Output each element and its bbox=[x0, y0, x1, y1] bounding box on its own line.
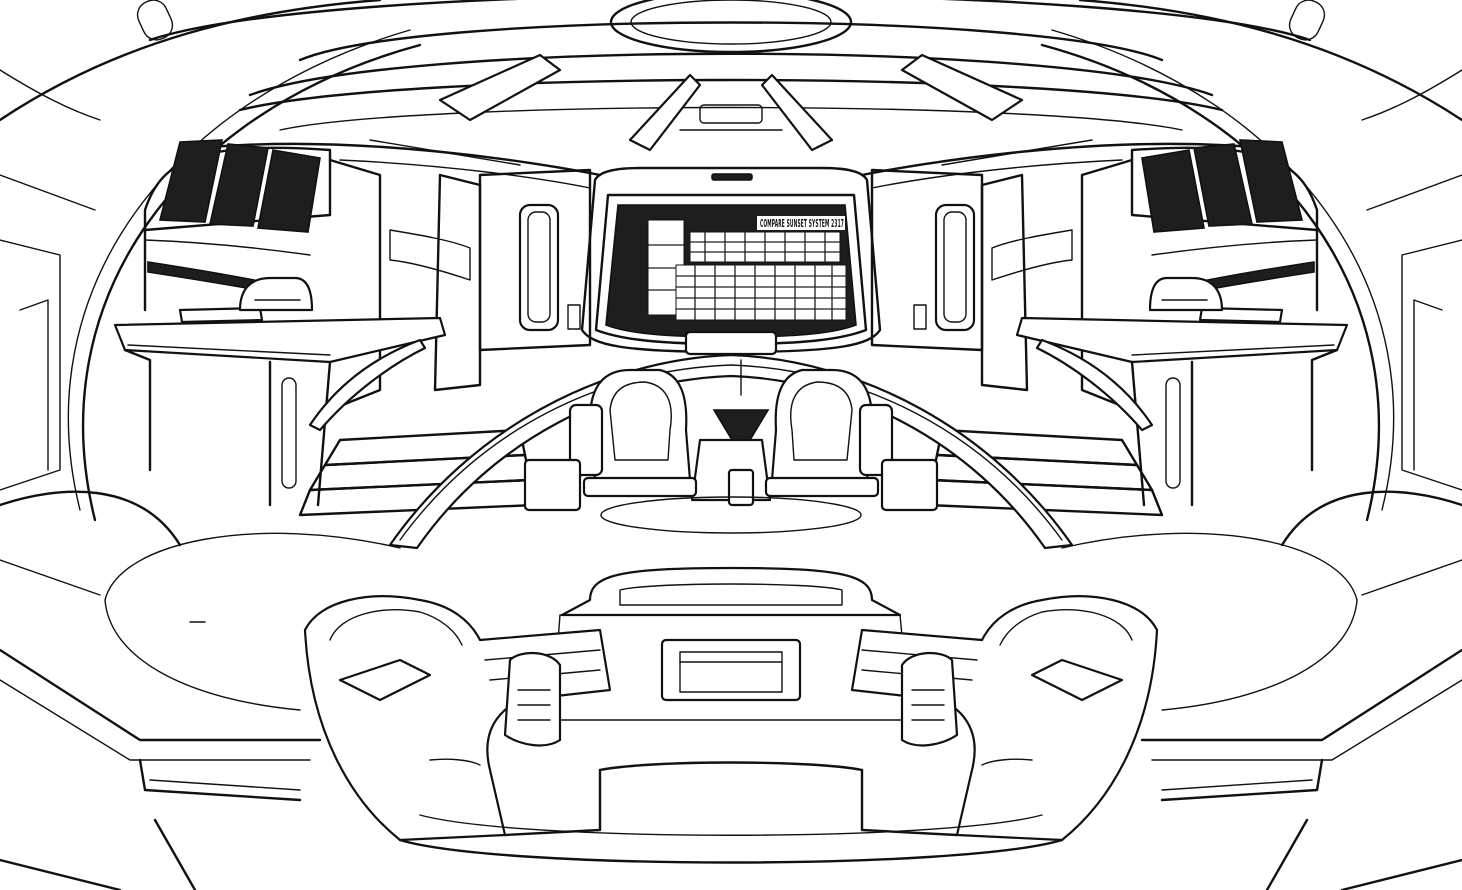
right-window-pane-2 bbox=[1193, 143, 1253, 227]
helm-center-display bbox=[684, 330, 778, 356]
right-station-chair bbox=[1148, 276, 1224, 312]
right-side-station bbox=[1015, 276, 1349, 507]
back-wall-doors bbox=[328, 158, 1134, 412]
command-right-chair bbox=[900, 652, 959, 747]
right-window-pane-1 bbox=[1239, 139, 1304, 223]
right-window-pane-3 bbox=[1141, 149, 1205, 233]
right-viewport-windows bbox=[1130, 139, 1319, 312]
helm-console bbox=[388, 330, 1074, 550]
command-left-chair bbox=[503, 652, 562, 747]
left-station-chair bbox=[238, 276, 314, 312]
command-center-backrest bbox=[560, 566, 902, 617]
left-helm-chair bbox=[523, 368, 698, 512]
command-center-display bbox=[660, 638, 802, 702]
bridge-outer-wall bbox=[0, 0, 1462, 522]
left-light-column bbox=[518, 203, 560, 332]
left-side-station bbox=[113, 276, 447, 507]
left-window-pane-3 bbox=[257, 149, 321, 233]
bridge-floor bbox=[0, 490, 1462, 890]
screen-data-grid bbox=[676, 232, 846, 320]
back-wall-band bbox=[178, 142, 1284, 189]
main-viewscreen-assembly: COMPARE SUNSET SYSTEM 2317 bbox=[478, 166, 984, 354]
command-console bbox=[303, 566, 1159, 864]
ceiling-light-slot bbox=[711, 173, 753, 181]
left-window-pane-2 bbox=[209, 143, 269, 227]
ceiling-dome bbox=[238, 0, 1224, 166]
right-helm-chair bbox=[764, 368, 939, 512]
right-light-column bbox=[934, 203, 976, 332]
screen-title: COMPARE SUNSET SYSTEM 2317 bbox=[760, 217, 844, 230]
left-window-pane-1 bbox=[158, 139, 223, 223]
helm-center-emblem bbox=[712, 409, 770, 457]
